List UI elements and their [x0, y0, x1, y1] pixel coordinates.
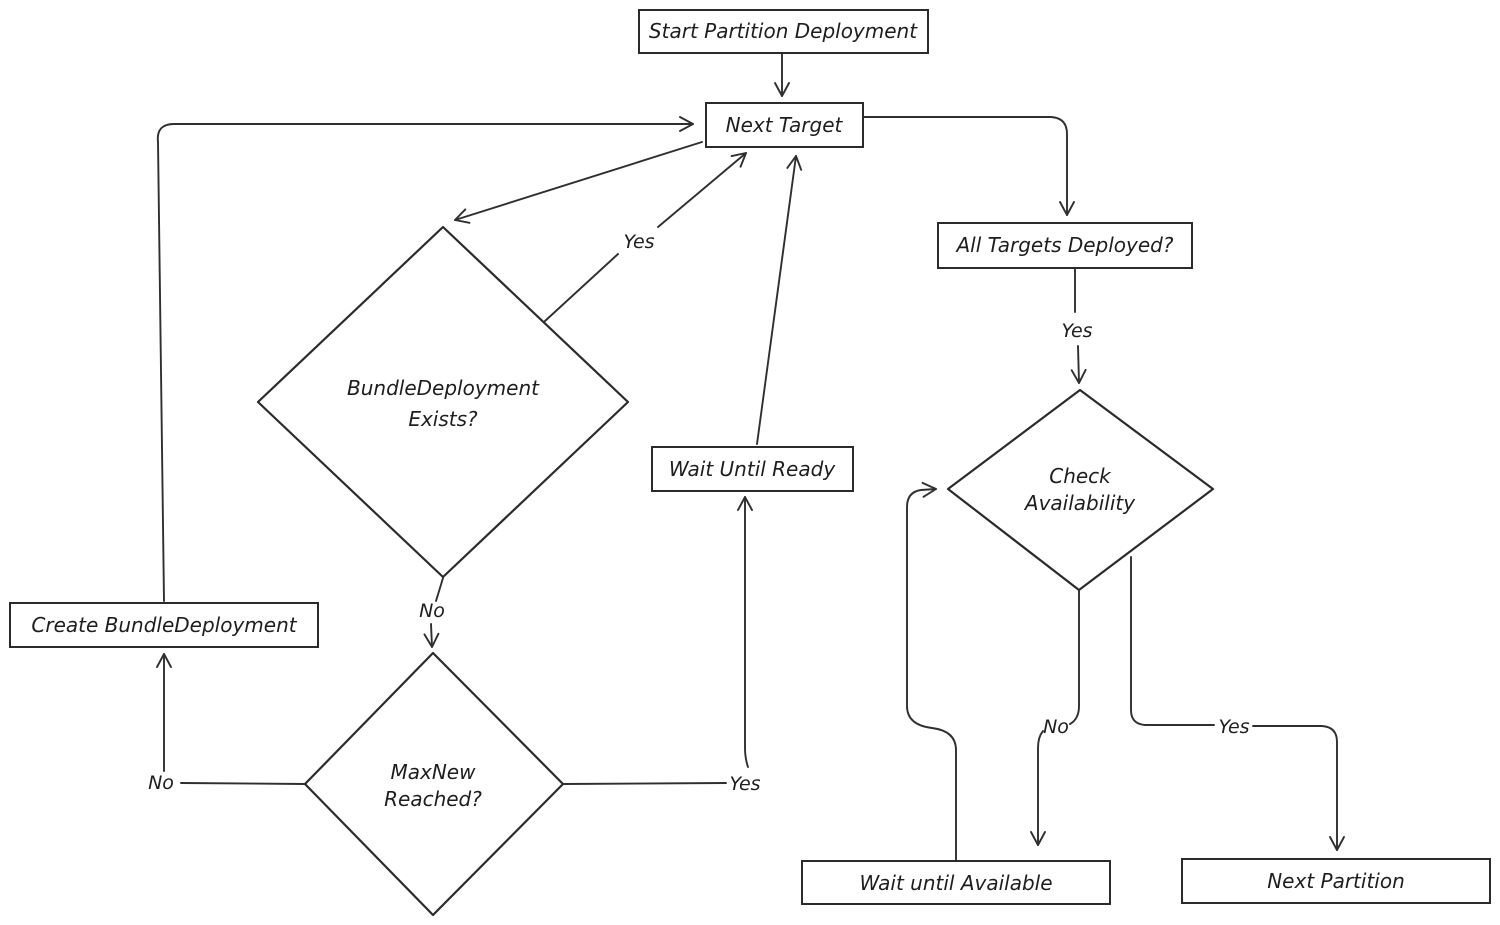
- node-create-bundle-deployment: Create BundleDeployment: [9, 602, 319, 648]
- edge-label-maxnew-yes: Yes: [729, 773, 760, 795]
- edge-check-avail-no-lower: [1030, 730, 1046, 846]
- node-wait-until-available: Wait until Available: [801, 860, 1111, 905]
- edge-check-avail-yes-lower: [1252, 725, 1345, 851]
- node-bundle-deployment-exists-diamond: [256, 225, 630, 579]
- node-check-availability: Check Availability: [946, 388, 1215, 592]
- edge-wait-available-to-check-avail: [906, 481, 957, 861]
- node-start-partition-deployment-label: Start Partition Deployment: [649, 19, 918, 43]
- node-next-target-box: [705, 102, 864, 148]
- node-wait-until-ready-box: [651, 446, 854, 492]
- edge-maxnew-yes-horizontal: [562, 782, 727, 785]
- node-wait-until-available-box: [801, 860, 1111, 905]
- node-next-target: Next Target: [705, 102, 864, 148]
- node-create-bundle-deployment-box: [9, 602, 319, 648]
- node-create-bundle-deployment-label: Create BundleDeployment: [31, 613, 297, 637]
- node-next-target-label: Next Target: [726, 113, 844, 137]
- node-maxnew-reached-diamond: [303, 651, 565, 917]
- edge-bundle-exists-yes-lower: [544, 253, 619, 322]
- edge-wait-ready-to-next-target: [756, 155, 803, 445]
- edge-create-bd-to-next-target: [156, 116, 694, 602]
- node-wait-until-ready: Wait Until Ready: [651, 446, 854, 492]
- edge-label-bundle-exists-no: No: [419, 600, 445, 622]
- edge-bundle-exists-no-lower: [423, 623, 440, 648]
- node-bundle-deployment-exists-label-line2: Exists?: [408, 407, 478, 431]
- edge-bundle-exists-no-upper: [435, 577, 444, 602]
- edge-label-bundle-exists-yes: Yes: [623, 231, 654, 253]
- edge-maxnew-yes-vertical: [737, 496, 753, 768]
- node-bundle-deployment-exists-label-line1: BundleDeployment: [347, 376, 540, 400]
- node-bundle-deployment-exists: BundleDeployment Exists?: [256, 225, 630, 579]
- edge-check-avail-yes-upper: [1130, 556, 1215, 726]
- node-all-targets-deployed-label: All Targets Deployed?: [954, 233, 1173, 257]
- edge-next-target-to-bundle-exists: [454, 141, 703, 224]
- edge-maxnew-no-horizontal: [180, 782, 306, 785]
- edge-bundle-exists-yes-upper: [657, 152, 747, 228]
- edge-label-check-avail-no: No: [1043, 716, 1069, 738]
- node-start-partition-deployment-box: [638, 9, 929, 54]
- edge-next-target-to-all-targets: [862, 116, 1075, 216]
- node-maxnew-reached-label-line2: Reached?: [384, 787, 482, 811]
- edge-check-avail-no-upper: [1069, 589, 1080, 725]
- node-wait-until-ready-label: Wait Until Ready: [669, 457, 836, 481]
- node-all-targets-deployed-box: [937, 222, 1193, 269]
- node-check-availability-label-line2: Availability: [1023, 491, 1136, 515]
- edge-label-maxnew-no: No: [148, 772, 174, 794]
- node-next-partition: Next Partition: [1181, 858, 1491, 904]
- node-wait-until-available-label: Wait until Available: [859, 871, 1052, 895]
- node-next-partition-box: [1181, 858, 1491, 904]
- edge-label-all-targets-yes: Yes: [1061, 320, 1092, 342]
- edge-label-check-avail-yes: Yes: [1218, 716, 1249, 738]
- node-all-targets-deployed: All Targets Deployed?: [937, 222, 1193, 269]
- node-next-partition-label: Next Partition: [1267, 869, 1405, 893]
- node-maxnew-reached: MaxNew Reached?: [303, 651, 565, 917]
- node-start-partition-deployment: Start Partition Deployment: [638, 9, 929, 54]
- node-maxnew-reached-label-line1: MaxNew: [391, 760, 477, 784]
- node-check-availability-label-line1: Check: [1049, 464, 1112, 488]
- edge-all-targets-yes-lower: [1070, 345, 1087, 384]
- node-check-availability-diamond: [946, 388, 1215, 592]
